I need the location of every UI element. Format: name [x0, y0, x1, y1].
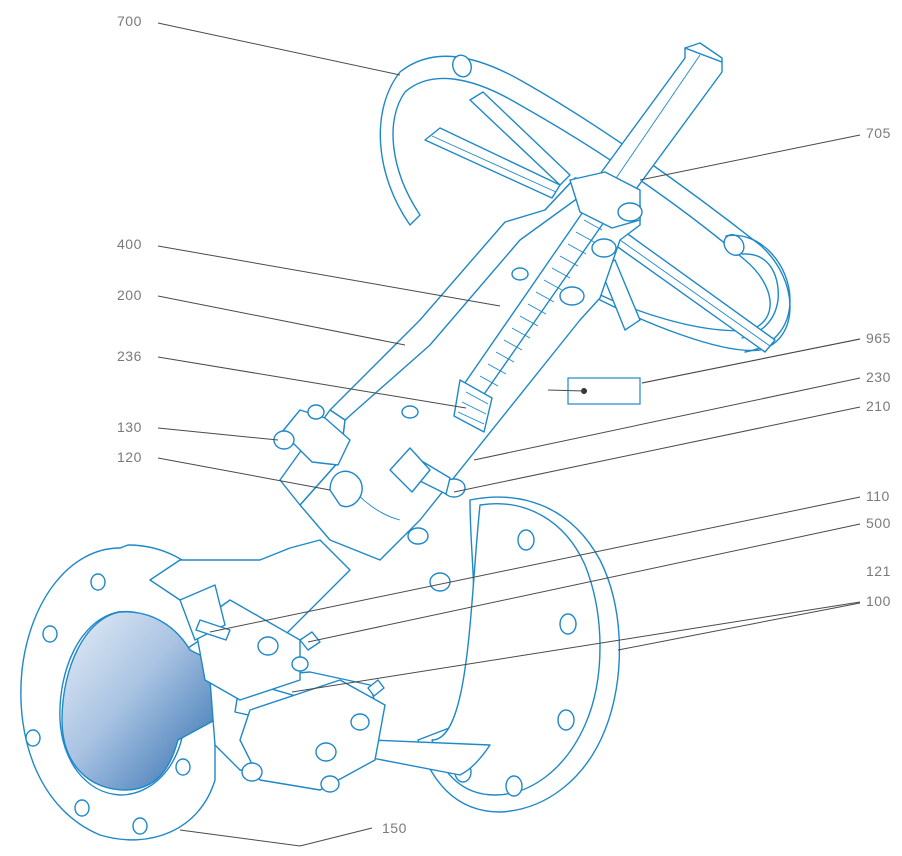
- leader-lines: [157, 22, 861, 847]
- label-100: 100: [866, 593, 891, 609]
- bolt-hole: [517, 529, 535, 551]
- stem-shaft: [591, 42, 723, 201]
- leader-130: [157, 427, 279, 441]
- label-120: 120: [117, 449, 142, 465]
- bolt-hole: [74, 799, 90, 817]
- label-705: 705: [866, 125, 891, 141]
- bolt-hole: [505, 775, 523, 797]
- leader-200: [157, 295, 406, 346]
- bolt-hole: [90, 573, 106, 591]
- tag-965: [547, 377, 641, 405]
- bolt-hole: [42, 625, 58, 643]
- label-965: 965: [866, 330, 891, 346]
- bolt-hole: [559, 613, 577, 635]
- bolt-hole: [25, 729, 41, 747]
- bonnet-yoke: [273, 171, 643, 592]
- leader-100: [617, 602, 861, 651]
- leader-150: [179, 827, 373, 847]
- label-230: 230: [866, 369, 891, 385]
- label-150: 150: [382, 820, 407, 836]
- bolt-hole: [175, 758, 191, 776]
- valve-body: [20, 539, 386, 841]
- label-210: 210: [866, 398, 891, 414]
- leader-700: [157, 22, 401, 76]
- bolt-hole: [132, 817, 148, 835]
- leader-120: [157, 457, 331, 491]
- leader-500: [307, 523, 861, 643]
- label-121: 121: [866, 563, 891, 579]
- bolt-hole: [557, 709, 575, 731]
- label-236: 236: [117, 348, 142, 364]
- label-110: 110: [866, 488, 890, 504]
- leader-110: [209, 496, 861, 633]
- packing-nut: [453, 379, 493, 433]
- leader-210: [453, 406, 861, 493]
- label-500: 500: [866, 515, 891, 531]
- leader-400: [157, 245, 501, 307]
- right-flange: [369, 496, 621, 813]
- label-700: 700: [117, 13, 142, 29]
- label-400: 400: [117, 236, 142, 252]
- leader-230: [473, 377, 861, 461]
- handwheel: [379, 54, 791, 353]
- label-200: 200: [117, 287, 142, 303]
- part-labels: 700 705 400 200 965 236 230 210 130 120 …: [117, 13, 891, 836]
- leader-705: [639, 134, 861, 181]
- label-130: 130: [117, 419, 142, 435]
- leader-236: [157, 356, 467, 409]
- leader-121: [291, 601, 861, 693]
- bore-opening: [61, 611, 216, 791]
